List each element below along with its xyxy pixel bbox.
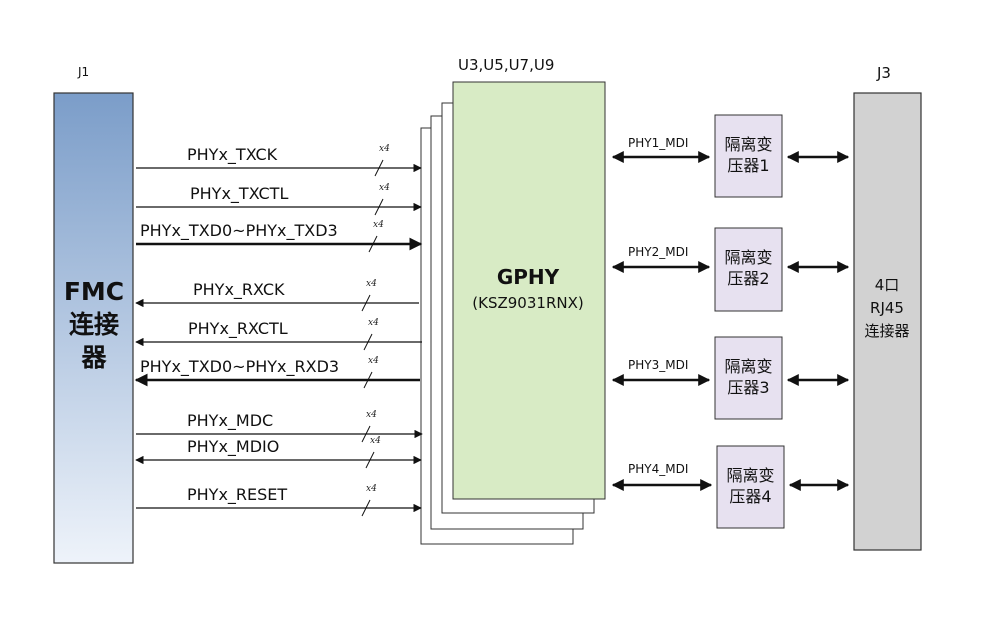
transformer-2-label-line1: 隔离变 [724, 248, 772, 267]
fmc-label-line3: 器 [80, 343, 107, 372]
rj45-label-line1: 4口 [875, 276, 900, 294]
signal-label-8: PHYx_MDIO [187, 437, 279, 457]
transformer-4-block [716, 445, 785, 529]
rj45-label-line2: RJ45 [870, 299, 904, 317]
signal-label-1: PHYx_TXCK [187, 145, 278, 165]
signal-label-7: PHYx_MDC [187, 411, 273, 431]
bus-slash-3 [368, 235, 378, 253]
bus-width-label-4: x4 [366, 279, 377, 289]
bus-slash-4 [361, 294, 371, 312]
bus-slash-7 [361, 425, 371, 443]
transformer-3-block [714, 336, 783, 420]
signal-label-5: PHYx_RXCTL [188, 319, 288, 339]
transformer-blocks: 隔离变压器1PHY1_MDI隔离变压器2PHY2_MDI隔离变压器3PHY3_M… [611, 114, 850, 529]
transformer-1-block [714, 114, 783, 198]
gphy-name-label: GPHY [497, 265, 560, 289]
transformer-4-label-line1: 隔离变 [726, 466, 774, 485]
mdi-label-2: PHY2_MDI [628, 245, 688, 259]
mdi-label-1: PHY1_MDI [628, 136, 688, 150]
bus-slash-6 [363, 371, 373, 389]
gphy-part-label: (KSZ9031RNX) [472, 294, 583, 312]
fmc-connector-block [53, 92, 134, 564]
transformer-1-label-line1: 隔离变 [724, 135, 772, 154]
fmc-label-line2: 连接 [69, 310, 119, 339]
mdi-label-3: PHY3_MDI [628, 358, 688, 372]
bus-slash-1 [374, 159, 384, 177]
j1-ref-label: J1 [77, 65, 89, 79]
bus-width-label-5: x4 [368, 318, 379, 328]
bus-slash-5 [363, 333, 373, 351]
bus-width-label-3: x4 [373, 220, 384, 230]
rj45-connector-block [853, 92, 922, 551]
signal-label-3: PHYx_TXD0~PHYx_TXD3 [140, 221, 338, 241]
transformer-1-label-line2: 压器1 [727, 156, 769, 175]
phy-ref-label: U3,U5,U7,U9 [458, 56, 554, 74]
bus-slash-2 [374, 198, 384, 216]
transformer-4-label-line2: 压器4 [729, 487, 771, 506]
bus-width-label-6: x4 [368, 356, 379, 366]
bus-width-label-7: x4 [366, 410, 377, 420]
rj45-label-line3: 连接器 [864, 322, 909, 340]
signal-label-6: PHYx_TXD0~PHYx_RXD3 [140, 357, 339, 377]
bus-width-label-2: x4 [379, 183, 390, 193]
signal-label-4: PHYx_RXCK [193, 280, 285, 300]
transformer-3-label-line1: 隔离变 [724, 357, 772, 376]
bus-width-label-8: x4 [370, 436, 381, 446]
transformer-2-label-line2: 压器2 [727, 269, 769, 288]
signal-label-2: PHYx_TXCTL [190, 184, 288, 204]
bus-width-label-1: x4 [379, 144, 390, 154]
mdi-label-4: PHY4_MDI [628, 462, 688, 476]
gphy-chip-block [452, 81, 606, 500]
signal-label-9: PHYx_RESET [187, 485, 287, 505]
j3-ref-label: J3 [876, 64, 891, 82]
bus-slash-9 [361, 499, 371, 517]
bus-slash-8 [365, 451, 375, 469]
fmc-label-line1: FMC [64, 277, 124, 306]
bus-width-label-9: x4 [366, 484, 377, 494]
transformer-3-label-line2: 压器3 [727, 378, 769, 397]
transformer-2-block [714, 227, 783, 312]
